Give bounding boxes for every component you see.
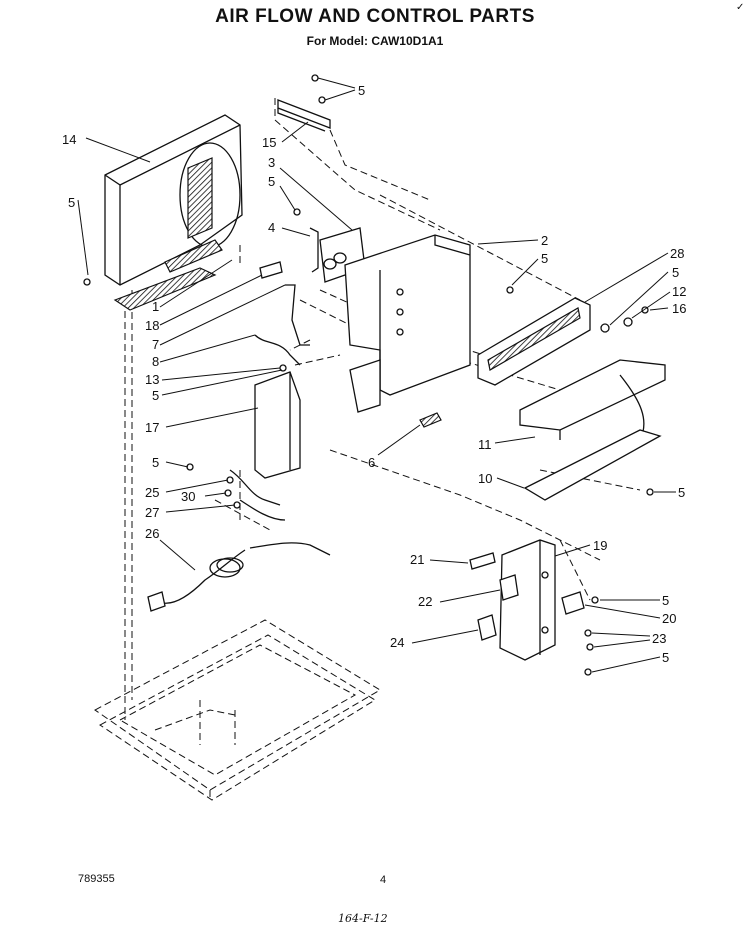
base-pan — [94, 619, 381, 801]
switch-part-21 — [469, 552, 496, 570]
callout-30: 30 — [181, 489, 195, 504]
callout-22: 22 — [418, 594, 432, 609]
corner-mark: ✓ — [736, 2, 745, 13]
callout-5: 5 — [672, 265, 679, 280]
switch-part-20 — [561, 591, 585, 615]
callout-3: 3 — [268, 155, 275, 170]
callout-18: 18 — [145, 318, 159, 333]
model-subtitle: For Model: CAW10D1A1 — [306, 34, 444, 48]
callout-5: 5 — [662, 593, 669, 608]
filter-patch-part-6 — [419, 412, 442, 428]
callout-10: 10 — [478, 471, 492, 486]
callout-12: 12 — [672, 284, 686, 299]
callout-5: 5 — [68, 195, 75, 210]
callout-5: 5 — [358, 83, 365, 98]
wire-part-8 — [254, 334, 301, 366]
callout-13: 13 — [145, 372, 159, 387]
callout-16: 16 — [672, 301, 686, 316]
callout-28: 28 — [670, 246, 684, 261]
callout-5: 5 — [152, 388, 159, 403]
page-title: AIR FLOW AND CONTROL PARTS — [215, 6, 535, 27]
handwritten-note: 164-F-12 — [338, 912, 388, 925]
callout-4: 4 — [268, 220, 275, 235]
callout-25: 25 — [145, 485, 159, 500]
deflector-part-11 — [519, 359, 666, 441]
part-code: 789355 — [78, 873, 115, 885]
callout-2: 2 — [541, 233, 548, 248]
callout-26: 26 — [145, 526, 159, 541]
leader-lines — [77, 77, 676, 673]
callout-5: 5 — [541, 251, 548, 266]
callout-7: 7 — [152, 337, 159, 352]
filter-part-28 — [477, 297, 591, 386]
assembly-guide-lines — [124, 98, 641, 720]
callout-1: 1 — [152, 299, 159, 314]
switch-part-22 — [499, 574, 519, 601]
callout-6: 6 — [368, 455, 375, 470]
wire-harness-part-30 — [229, 469, 286, 521]
callout-20: 20 — [662, 611, 676, 626]
callout-11: 11 — [478, 437, 492, 452]
callout-15: 15 — [262, 135, 276, 150]
page-number: 4 — [380, 874, 387, 886]
bracket-part-15 — [277, 99, 331, 132]
callout-5: 5 — [662, 650, 669, 665]
front-panel-part-14 — [104, 114, 243, 286]
control-bracket-part-19 — [499, 539, 556, 661]
callout-23: 23 — [652, 631, 666, 646]
callout-21: 21 — [410, 552, 424, 567]
callout-27: 27 — [145, 505, 159, 520]
control-plate-part-2 — [344, 234, 471, 413]
clamp-part-18 — [259, 261, 283, 279]
callout-19: 19 — [593, 538, 607, 553]
callout-5: 5 — [152, 455, 159, 470]
callout-5: 5 — [268, 174, 275, 189]
callout-24: 24 — [390, 635, 404, 650]
callout-8: 8 — [152, 354, 159, 369]
shelf-part-10 — [523, 429, 662, 501]
switch-part-24 — [477, 614, 497, 641]
callout-5: 5 — [678, 485, 685, 500]
callout-14: 14 — [62, 132, 76, 147]
cover-plate-part-17 — [254, 371, 301, 479]
power-cord-part-26 — [147, 542, 331, 612]
filter-part-1 — [113, 267, 217, 311]
callout-labels: 5 14 15 3 5 4 5 2 5 28 5 12 16 1 18 7 8 … — [62, 83, 686, 665]
callout-17: 17 — [145, 420, 159, 435]
bracket-part-7 — [285, 284, 310, 346]
